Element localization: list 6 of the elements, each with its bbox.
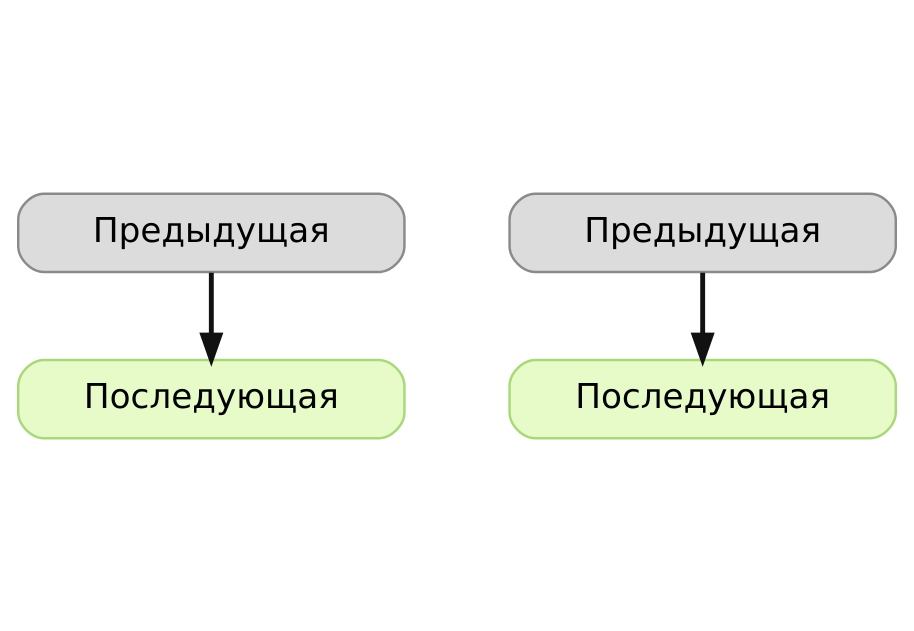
arrow (199, 272, 224, 366)
node-box: Последующая (508, 358, 897, 439)
arrow (690, 272, 715, 366)
node-box: Предыдущая (508, 192, 897, 273)
node-box: Последующая (17, 358, 406, 439)
node-box: Предыдущая (17, 192, 406, 273)
